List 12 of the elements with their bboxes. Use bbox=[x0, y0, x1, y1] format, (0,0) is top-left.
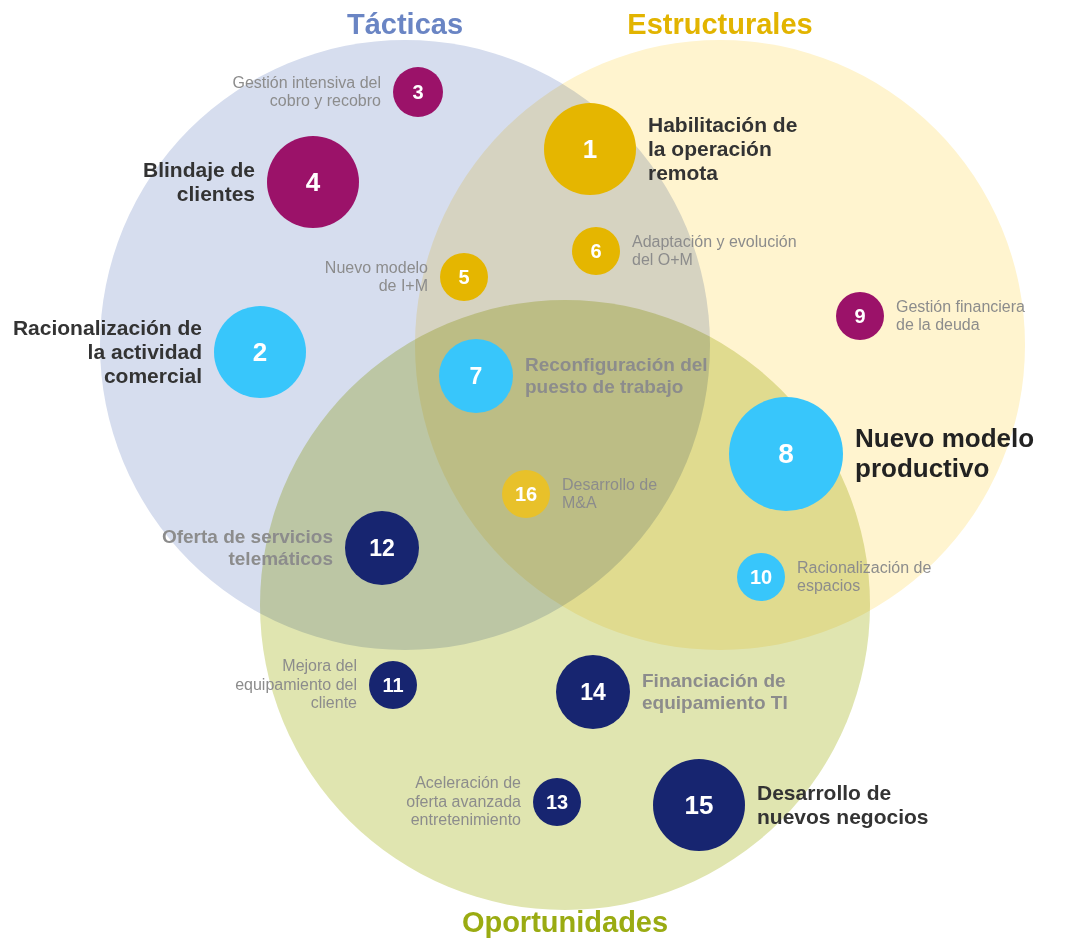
item-label: Adaptación y evolución del O+M bbox=[632, 232, 798, 270]
item-label: Blindaje de clientes bbox=[141, 157, 255, 207]
item-label: Habilitación de la operación remota bbox=[648, 112, 799, 186]
item-label: Nuevo modelo de I+M bbox=[323, 258, 428, 296]
item-label: Racionalización de la actividad comercial bbox=[12, 315, 202, 389]
item-label: Financiación de equipamiento TI bbox=[642, 670, 789, 714]
set-title: Oportunidades bbox=[460, 906, 670, 938]
item-label: Desarrollo de nuevos negocios bbox=[757, 780, 930, 830]
item-label: Aceleración de oferta avanzada entretenimiento bbox=[405, 774, 521, 830]
item-label: Gestión financiera de la deuda bbox=[896, 297, 1026, 335]
item-label: Nuevo modelo productivo bbox=[855, 424, 1036, 484]
item-label: Gestión intensiva del cobro y recobro bbox=[231, 73, 381, 111]
